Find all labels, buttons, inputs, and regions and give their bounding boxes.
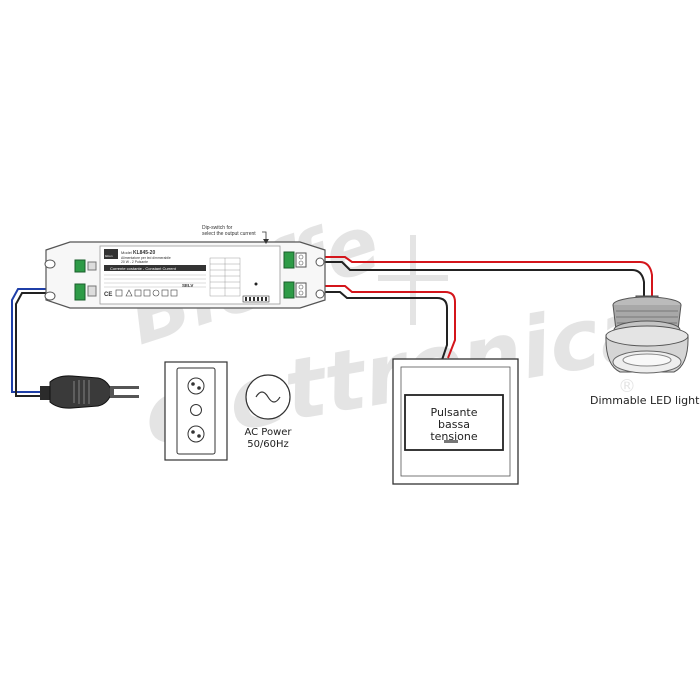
led-downlight <box>605 295 689 374</box>
ac-power-frequency: 50/60Hz <box>247 439 289 450</box>
push-button-label-2: bassa <box>438 418 470 431</box>
brand-logo <box>104 249 118 259</box>
selv-mark: SELV <box>182 283 193 288</box>
certification-symbols <box>115 289 178 297</box>
ce-mark: CE <box>104 292 112 298</box>
button-wire-black <box>308 291 448 361</box>
driver-description-1: Alimentatore per led dimmerabile <box>121 256 171 260</box>
led-wire-black <box>308 261 645 298</box>
input-terminal-bottom <box>74 283 86 301</box>
wall-socket <box>164 361 228 461</box>
plug-pin-top <box>113 386 139 389</box>
led-driver: bitron Model KL845-20 Alimentatore per l… <box>44 241 326 309</box>
dip-switch-callout-title: Dip-switch for <box>202 225 233 231</box>
output-terminal-button <box>283 281 295 299</box>
led-wire-red <box>308 256 653 298</box>
model-prefix: Model <box>121 250 132 255</box>
mount-hole-right-bottom <box>315 289 325 299</box>
dip-switch-callout-arrow <box>262 231 267 242</box>
mount-hole-left-top <box>44 259 56 269</box>
mount-hole-left-bottom <box>44 291 56 301</box>
led-light-label: Dimmable LED light <box>590 394 700 407</box>
mains-plug <box>40 375 139 409</box>
push-button-label-1: Pulsante <box>431 406 478 419</box>
ac-power-label: AC Power <box>244 427 292 438</box>
watermark-mark: ® <box>618 376 636 397</box>
dip-switch-keys <box>245 297 267 301</box>
button-wire-red <box>308 285 456 359</box>
dip-switch-callout-subtitle: select the output current <box>202 231 256 237</box>
model-number: KL845-20 <box>133 250 155 256</box>
dip-switch-table <box>209 257 241 297</box>
driver-description-2: 20 W - 2 Pulsante <box>121 260 148 264</box>
push-button-indicator <box>444 440 458 443</box>
mount-hole-right-top <box>315 257 325 267</box>
brand-logo-text: bitron <box>105 254 113 258</box>
input-terminal-top <box>74 259 86 273</box>
mains-wire-blue <box>11 288 78 393</box>
push-button-switch <box>392 358 519 485</box>
spec-rows <box>104 274 206 288</box>
plug-pin-bottom <box>113 395 139 398</box>
current-band-text: Corrente costante - Constant Current <box>110 266 177 271</box>
ac-power-symbol <box>245 374 291 420</box>
status-led <box>254 282 258 286</box>
push-button-label-3: tensione <box>430 430 478 443</box>
mains-wire-black <box>15 292 78 397</box>
current-band <box>104 265 206 271</box>
output-terminal-led <box>283 251 295 269</box>
dip-switch <box>242 295 270 303</box>
